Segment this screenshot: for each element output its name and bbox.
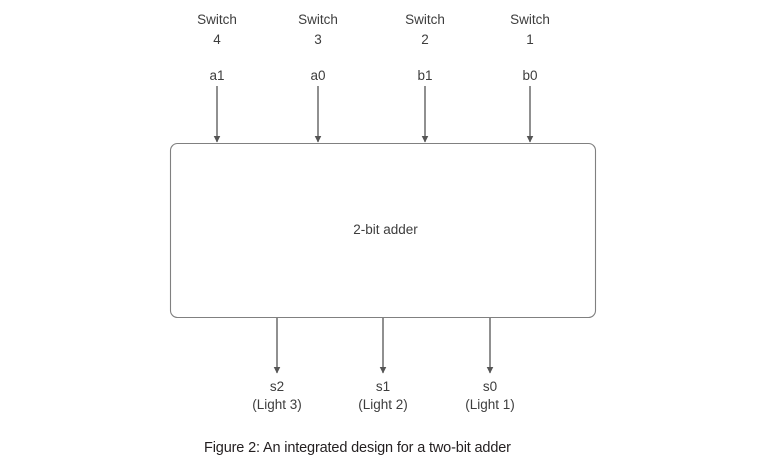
input-switch-word-4: Switch: [510, 12, 550, 27]
output-signal-label-s2: s2: [269, 379, 285, 394]
input-switch-number-4: 1: [526, 32, 534, 47]
figure-caption: Figure 2: An integrated design for a two…: [204, 440, 511, 456]
output-signal-label-s0: s0: [482, 379, 498, 394]
input-switch-word-3: Switch: [405, 12, 445, 27]
adder-block: [169, 142, 597, 319]
output-signal-label-s1: s1: [375, 379, 391, 394]
input-switch-number-2: 3: [314, 32, 322, 47]
input-signal-label-a1: a1: [209, 68, 225, 83]
input-switch-word-2: Switch: [298, 12, 338, 27]
input-switch-number-1: 4: [213, 32, 221, 47]
input-switch-word-1: Switch: [197, 12, 237, 27]
input-signal-label-a0: a0: [310, 68, 326, 83]
output-arrows: [273, 318, 494, 374]
input-signal-label-b0: b0: [522, 68, 538, 83]
adder-block-label: 2-bit adder: [353, 222, 418, 237]
input-switch-number-3: 2: [421, 32, 429, 47]
output-light-label-s0: (Light 1): [465, 397, 515, 412]
output-light-label-s1: (Light 2): [358, 397, 408, 412]
input-arrows: [213, 86, 534, 143]
input-signal-label-b1: b1: [417, 68, 433, 83]
output-light-label-s2: (Light 3): [252, 397, 302, 412]
